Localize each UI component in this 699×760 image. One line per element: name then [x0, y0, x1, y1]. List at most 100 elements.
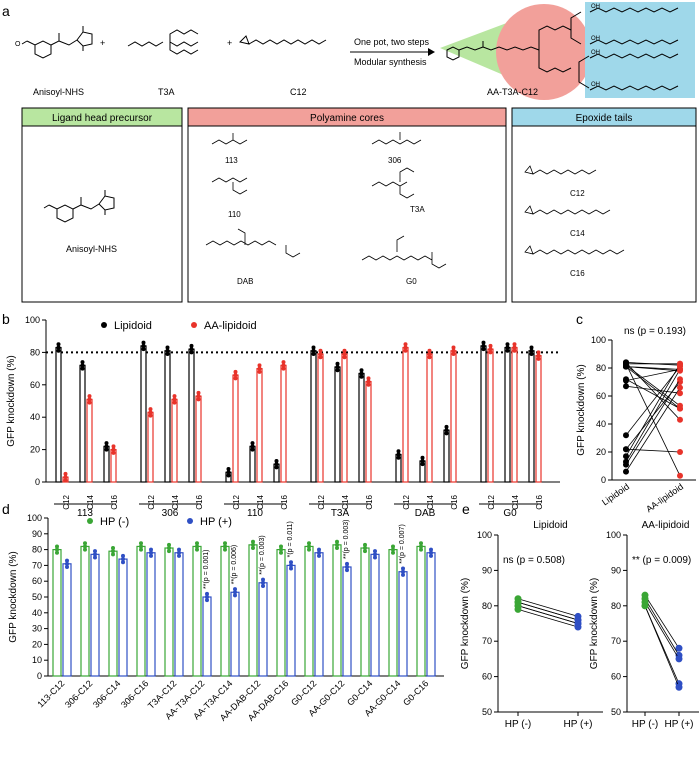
e2-y-tick-label: 90: [611, 565, 621, 575]
b-point: [311, 352, 316, 357]
d-point: [149, 550, 153, 555]
panel-letter-b: b: [2, 311, 10, 327]
d-point: [391, 547, 395, 552]
d-point: [261, 583, 265, 588]
d-y-tick-label: 70: [32, 560, 42, 570]
d-significance-label: **(p = 0.007): [399, 524, 406, 564]
plus-sign-2: +: [227, 38, 232, 48]
b-point: [172, 397, 177, 402]
b-point: [148, 413, 153, 418]
b-bar-aa-110-C16: [280, 364, 287, 483]
b-bar-aa-110-C12: [232, 374, 239, 483]
d-significance-label: **(p = 0.006): [231, 545, 238, 585]
b-point: [63, 475, 68, 480]
d-bar-hp-plus-G0-C14: [370, 553, 380, 677]
d-significance-label: **(p = 0.003): [343, 519, 350, 559]
core-label-306: 306: [388, 156, 402, 165]
b-point: [420, 458, 425, 463]
b-point: [56, 345, 61, 350]
c12-structure: [239, 35, 327, 45]
b-point: [281, 360, 286, 365]
b-bar-lipidoid-G0-C12: [480, 345, 487, 483]
b-point: [281, 366, 286, 371]
e1-y-tick-label: 60: [482, 672, 492, 682]
c-pair-line: [625, 369, 681, 463]
d-bar-hp-plus-AA-T3A-C12: [202, 596, 212, 677]
b-tail-label: C16: [280, 494, 289, 509]
c-point-lipidoid: [623, 377, 629, 384]
svg-text:O: O: [15, 41, 21, 48]
d-point: [93, 549, 97, 554]
d-point: [65, 564, 69, 569]
c-pair-line: [625, 378, 681, 409]
d-bar-hp-minus-AA-DAB-C16: [276, 548, 286, 677]
b-bar-aa-113-C14: [86, 398, 93, 483]
d-point: [251, 542, 255, 547]
e1-pair-line: [517, 598, 579, 617]
tail-label-c14: C14: [570, 229, 585, 238]
b-bar-aa-G0-C16: [535, 355, 542, 483]
d-point: [93, 555, 97, 560]
b-point: [233, 369, 238, 374]
d-y-tick-label: 40: [32, 608, 42, 618]
core-label-t3a: T3A: [410, 205, 425, 214]
d-bar-hp-minus-G0-C14: [360, 547, 370, 677]
e2-pair-line: [644, 598, 680, 656]
e2-pair-line: [644, 594, 680, 649]
core-label-110: 110: [228, 210, 241, 219]
b-y-tick-label: 80: [30, 347, 40, 357]
b-point: [512, 345, 517, 350]
b-point: [403, 348, 408, 353]
b-point: [257, 363, 262, 368]
b-bar-aa-T3A-C14: [341, 353, 348, 483]
d-point: [279, 547, 283, 552]
b-bar-lipidoid-113-C16: [103, 445, 110, 483]
e1-x-label: HP (+): [564, 719, 593, 730]
c-point-aa: [677, 449, 683, 455]
d-point: [279, 550, 283, 555]
d-point: [345, 564, 349, 569]
c-point-aa: [677, 402, 683, 409]
b-group-label: 113: [77, 508, 93, 519]
b-bar-lipidoid-G0-C14: [504, 346, 511, 483]
b-point: [281, 363, 286, 368]
b-point: [335, 364, 340, 369]
d-significance-label: *(p = 0.011): [287, 521, 294, 557]
panel-letter-c: c: [576, 311, 583, 327]
b-point: [342, 355, 347, 360]
c-point-lipidoid: [623, 468, 629, 475]
d-bar-hp-plus-306-C16: [146, 552, 156, 677]
b-tail-label: C12: [232, 494, 241, 509]
anisoyl-nhs-structure: O: [15, 26, 93, 59]
d-point: [177, 550, 181, 555]
oh-label-3: OH: [591, 50, 600, 56]
d-bar-hp-plus-G0-C16: [426, 552, 436, 677]
d-point: [317, 553, 321, 558]
c-y-tick-label: 40: [596, 419, 606, 429]
d-x-label: 306-C12: [63, 678, 94, 709]
b-point: [87, 400, 92, 405]
d-point: [401, 566, 405, 571]
b-point: [359, 368, 364, 373]
b-point: [87, 394, 92, 399]
d-point: [149, 547, 153, 552]
d-point: [167, 549, 171, 554]
e2-y-axis-label: GFP knockdown (%): [589, 578, 600, 670]
d-point: [177, 553, 181, 558]
b-point: [427, 355, 432, 360]
b-point: [451, 348, 456, 353]
d-point: [83, 541, 87, 546]
e1-y-tick-label: 70: [482, 636, 492, 646]
b-bar-aa-110-C14: [256, 368, 263, 483]
b-tail-label: C16: [110, 494, 119, 509]
b-point: [165, 345, 170, 350]
d-point: [93, 552, 97, 557]
b-point: [488, 343, 493, 348]
b-tail-label: C16: [535, 494, 544, 509]
b-point: [342, 352, 347, 357]
b-point: [226, 467, 231, 472]
d-point: [121, 557, 125, 562]
arrow-bottom-text: Modular synthesis: [354, 57, 427, 67]
e2-point-hp-plus: [675, 644, 683, 652]
